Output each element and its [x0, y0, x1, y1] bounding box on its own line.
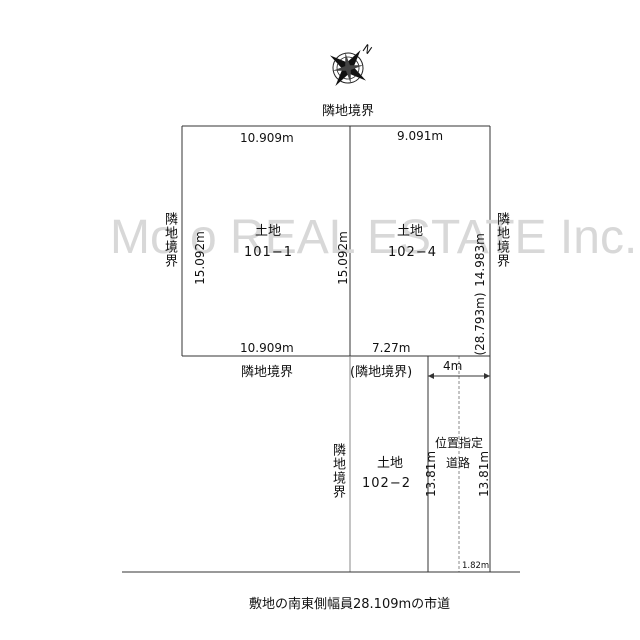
road-label-line2: 道路 — [446, 456, 471, 470]
compass-icon — [329, 49, 367, 87]
lower-left-boundary-label: 隣地境界 — [330, 443, 345, 499]
dim-right-paren: (28.793m) — [473, 292, 487, 356]
bottom-mid-boundary-label: (隣地境界) — [350, 365, 413, 380]
dim-left-side: 15.092m — [193, 231, 207, 285]
lot-101-1-code: 101−1 — [244, 245, 293, 260]
lot-102-4-code: 102−4 — [388, 245, 437, 260]
dim-corner: 1.82m — [462, 561, 490, 571]
dim-top-right: 9.091m — [397, 129, 444, 143]
road-label-line1: 位置指定 — [435, 436, 484, 450]
top-boundary-label: 隣地境界 — [322, 104, 375, 119]
left-boundary-label: 隣地境界 — [162, 212, 177, 268]
street-caption: 敷地の南東側幅員28.109mの市道 — [249, 597, 451, 612]
dim-mid-side: 15.092m — [336, 231, 350, 285]
lot-102-2-code: 102−2 — [362, 476, 411, 491]
dim-road-width: 4m — [443, 359, 463, 373]
watermark: Mo o REAL ESTATE Inc. — [110, 211, 638, 264]
lot-101-1-name: 土地 — [255, 224, 282, 239]
dim-strip-left: 13.81m — [424, 450, 438, 497]
dim-top-left: 10.909m — [240, 131, 294, 145]
right-boundary-label: 隣地境界 — [494, 212, 509, 268]
road-dim-arrow-left — [428, 373, 434, 379]
dim-strip-right: 13.81m — [477, 450, 491, 497]
dim-bottom-left: 10.909m — [240, 341, 294, 355]
lot-102-2-name: 土地 — [377, 456, 404, 471]
bottom-boundary-label: 隣地境界 — [241, 365, 294, 380]
road-dim-arrow-right — [484, 373, 490, 379]
dim-bottom-mid: 7.27m — [372, 341, 411, 355]
lot-102-4-name: 土地 — [397, 224, 424, 239]
